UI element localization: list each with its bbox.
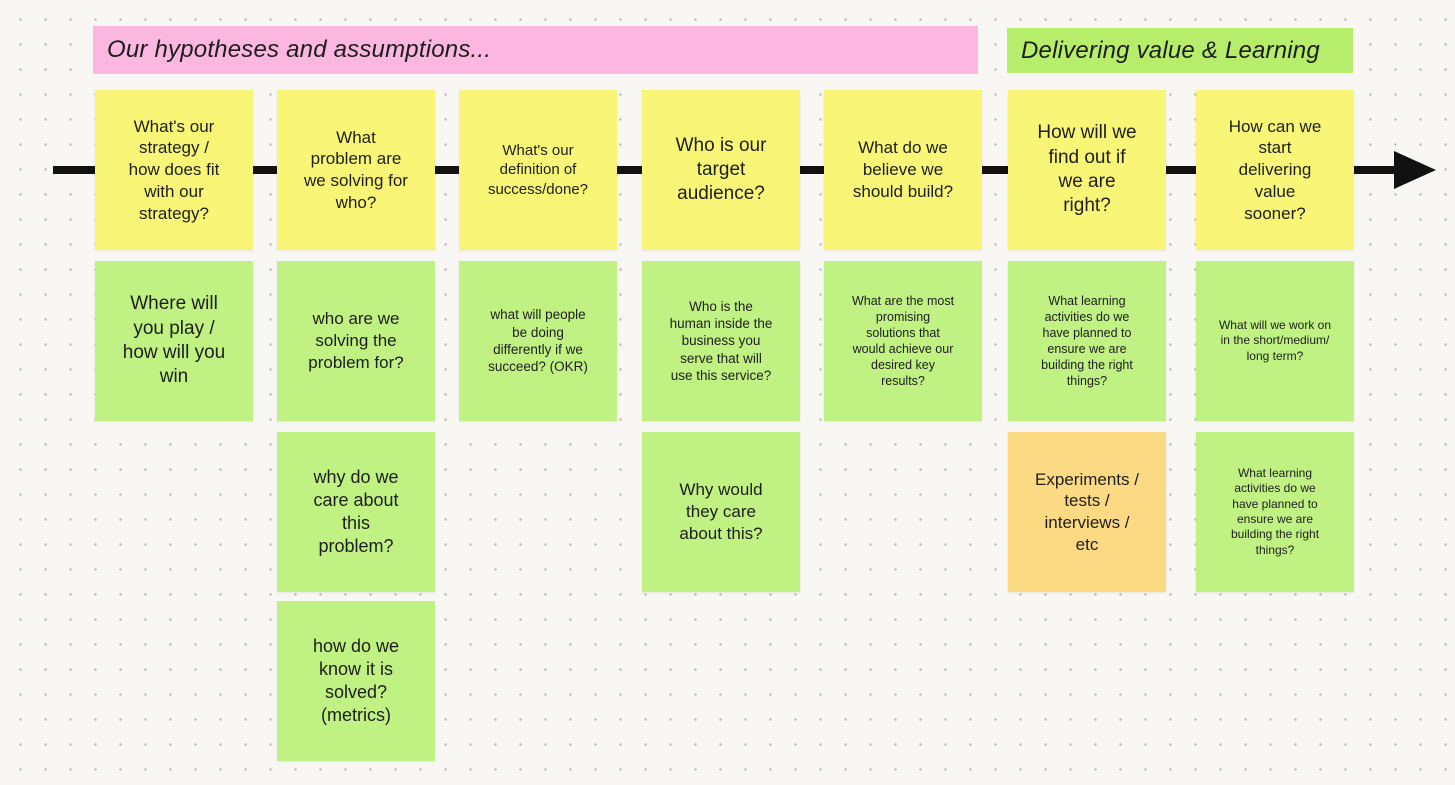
sticky-note[interactable]: What's our definition of success/done? (459, 90, 617, 250)
sticky-note[interactable]: Why would they care about this? (642, 432, 800, 592)
sticky-note[interactable]: How will we find out if we are right? (1008, 90, 1166, 250)
sticky-note[interactable]: Who is our target audience? (642, 90, 800, 250)
sticky-note[interactable]: What problem are we solving for who? (277, 90, 435, 250)
timeline-arrowhead-icon (1394, 151, 1436, 189)
sticky-note[interactable]: why do we care about this problem? (277, 432, 435, 592)
sticky-note[interactable]: who are we solving the problem for? (277, 261, 435, 421)
sticky-note[interactable]: What learning activities do we have plan… (1196, 432, 1354, 592)
sticky-note[interactable]: What learning activities do we have plan… (1008, 261, 1166, 421)
sticky-note[interactable]: Where will you play / how will you win (95, 261, 253, 421)
sticky-note[interactable]: what will people be doing differently if… (459, 261, 617, 421)
sticky-note[interactable]: Who is the human inside the business you… (642, 261, 800, 421)
section-header-hypotheses[interactable]: Our hypotheses and assumptions... (93, 26, 978, 74)
sticky-note[interactable]: What do we believe we should build? (824, 90, 982, 250)
sticky-note[interactable]: What's our strategy / how does fit with … (95, 90, 253, 250)
sticky-note[interactable]: How can we start delivering value sooner… (1196, 90, 1354, 250)
sticky-note[interactable]: Experiments / tests / interviews / etc (1008, 432, 1166, 592)
sticky-note[interactable]: What will we work on in the short/medium… (1196, 261, 1354, 421)
section-header-delivering[interactable]: Delivering value & Learning (1007, 28, 1353, 73)
sticky-note[interactable]: how do we know it is solved? (metrics) (277, 601, 435, 761)
sticky-note[interactable]: What are the most promising solutions th… (824, 261, 982, 421)
